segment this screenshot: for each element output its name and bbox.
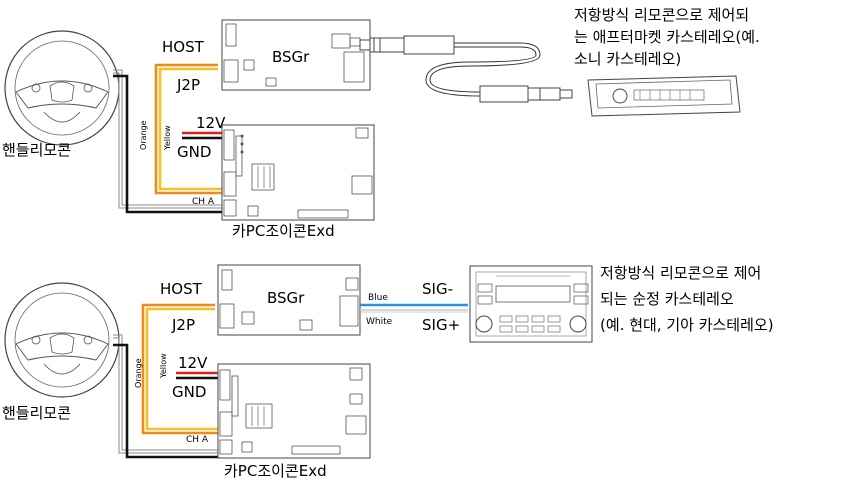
cha-label: CH A — [186, 435, 209, 445]
wheel-wires — [113, 69, 222, 214]
bsgr-label: BSGr — [272, 48, 310, 66]
bsgr-label: BSGr — [267, 289, 305, 307]
yellow-label: Yellow — [159, 353, 168, 379]
v12-label: 12V — [178, 354, 208, 372]
steering-wheel-icon — [4, 282, 120, 398]
black-wire — [113, 74, 222, 214]
wheel-label: 핸들리모콘 — [2, 141, 71, 159]
j2p-label: J2P — [176, 76, 200, 94]
oem-stereo-icon — [469, 265, 593, 343]
orange-wire — [154, 63, 222, 195]
white-label: White — [366, 317, 393, 327]
top-panel: 핸들리모콘 Orange Yellow HOST J2P BSGr — [2, 6, 760, 240]
wheel-wires — [113, 334, 218, 459]
host-label: HOST — [162, 38, 205, 56]
controller-label: 카PC조이콘Exd — [224, 462, 327, 480]
sig-minus-label: SIG- — [422, 280, 453, 298]
yellow-wire — [145, 307, 218, 431]
stereo-desc-line-3: 소니 카스테레오) — [574, 50, 681, 68]
stereo-desc-line-1: 저항방식 리모콘으로 제어되 — [574, 6, 749, 24]
yellow-label: Yellow — [163, 125, 172, 151]
black-wire — [113, 343, 218, 459]
stereo-desc-line-2: 되는 순정 카스테레오 — [600, 290, 734, 308]
bsgr-module — [217, 264, 361, 336]
gnd-label: GND — [172, 383, 206, 401]
gnd-label: GND — [177, 143, 211, 161]
host-label: HOST — [160, 280, 203, 298]
bsgr-module — [221, 19, 371, 91]
stereo-desc-line-1: 저항방식 리모콘으로 제어 — [600, 264, 761, 282]
controller-label: 카PC조이콘Exd — [232, 222, 335, 240]
wheel-label: 핸들리모콘 — [2, 404, 71, 422]
sig-plus-label: SIG+ — [422, 316, 460, 334]
audio-cable — [359, 35, 573, 103]
controller-board — [217, 363, 371, 459]
bottom-panel: 핸들리모콘 Orange Yellow HOST J2P BSGr Blue W… — [2, 264, 774, 480]
steering-wheel-icon — [4, 30, 120, 146]
orange-wire — [141, 303, 218, 435]
v12-label: 12V — [196, 114, 226, 132]
blue-label: Blue — [368, 293, 388, 303]
aftermarket-stereo-icon — [587, 75, 741, 117]
controller-board — [221, 124, 375, 221]
cha-label: CH A — [192, 197, 215, 207]
stereo-desc-line-2: 는 애프터마켓 카스테레오(예. — [574, 28, 760, 46]
orange-label: Orange — [134, 358, 143, 388]
stereo-desc-line-3: (예. 현대, 기아 카스테레오) — [600, 316, 774, 334]
j2p-label: J2P — [171, 316, 195, 334]
orange-label: Orange — [139, 120, 148, 150]
yellow-wire — [158, 67, 222, 191]
